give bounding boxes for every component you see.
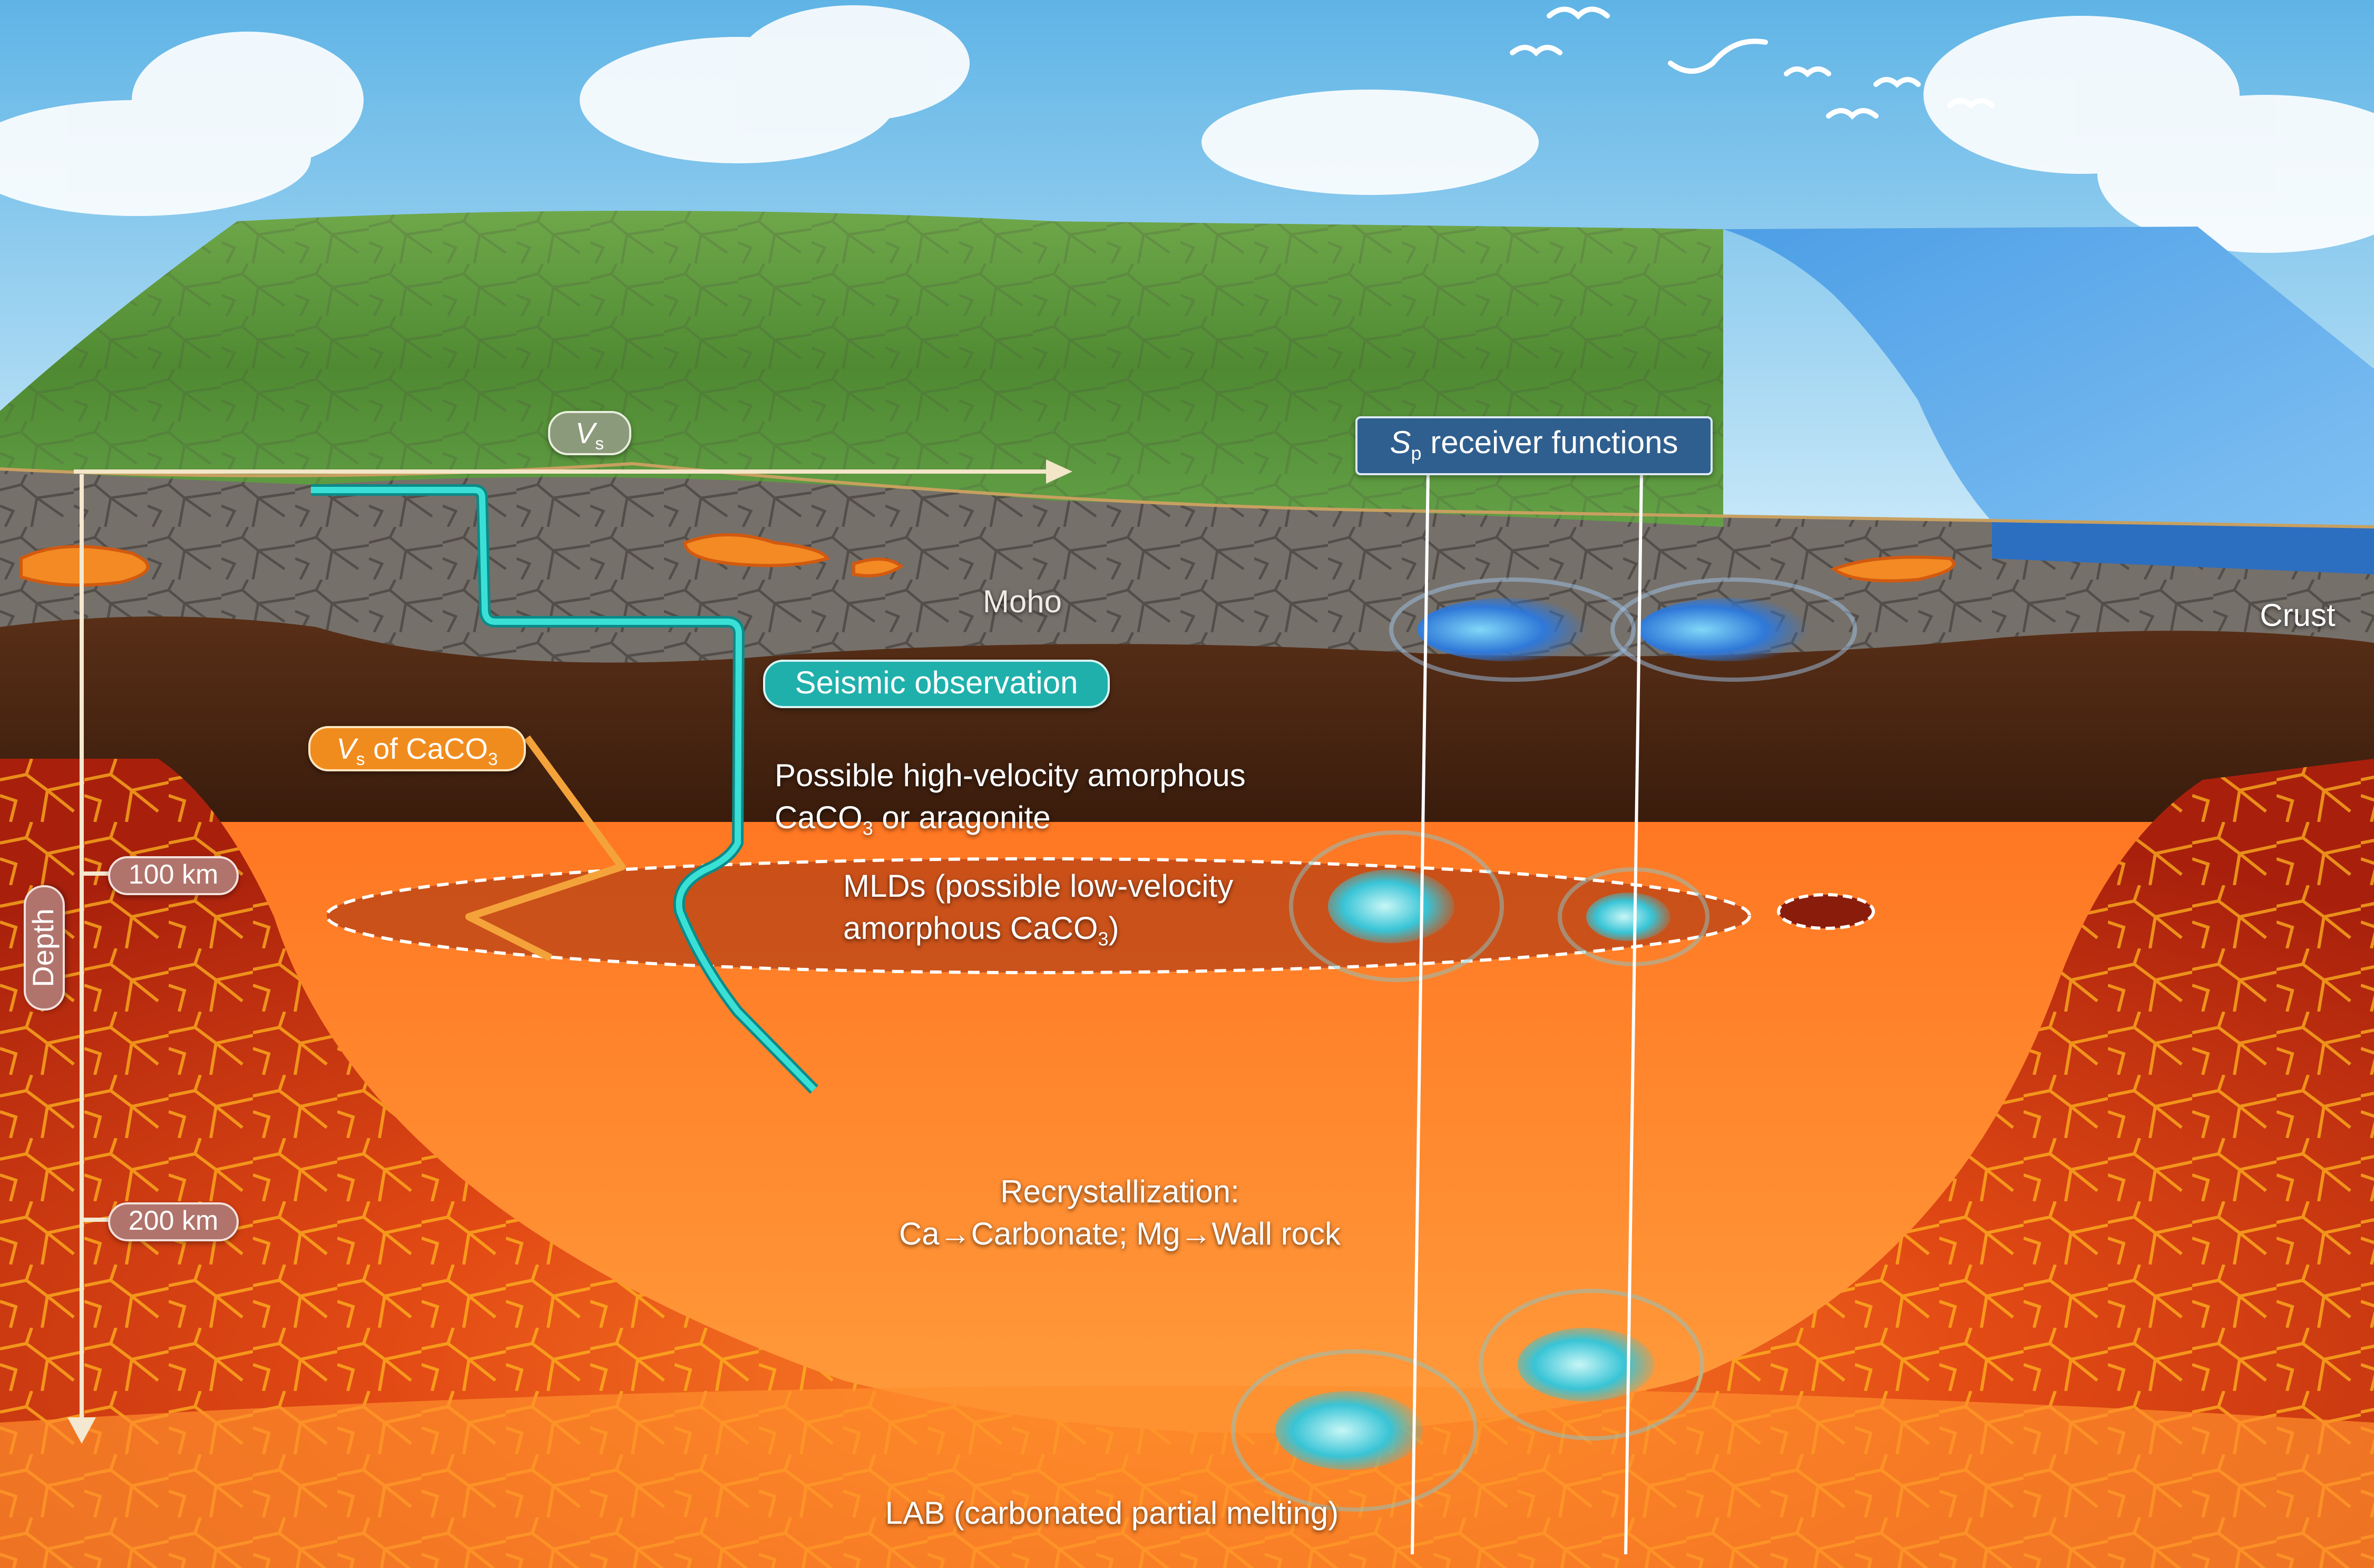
recrystallization-line-2: Ca→Carbonate; Mg→Wall rock bbox=[898, 1216, 1341, 1251]
lab-label: LAB (carbonated partial melting) bbox=[885, 1495, 1339, 1531]
vs-caco3-symbol: V bbox=[336, 732, 356, 765]
high-velocity-line-2a: CaCO bbox=[775, 800, 863, 835]
depth-200km-label: 200 km bbox=[108, 1202, 239, 1241]
mlds-line-2a: amorphous CaCO bbox=[843, 910, 1098, 946]
vs-caco3-subscript: s bbox=[356, 749, 365, 769]
crust-label: Crust bbox=[2260, 597, 2336, 633]
sp-receiver-functions-label: Sp receiver functions bbox=[1355, 416, 1713, 475]
depth-axis-label: Depth bbox=[24, 885, 65, 1011]
mlds-line-1: MLDs (possible low-velocity bbox=[843, 868, 1234, 904]
mlds-line-2: amorphous CaCO3) bbox=[843, 907, 1317, 961]
receiver-function-rays bbox=[1411, 471, 1643, 1555]
high-velocity-subscript: 3 bbox=[862, 817, 873, 839]
recrystallization-line-1: Recrystallization: bbox=[1000, 1174, 1239, 1209]
mlds-line-2b: ) bbox=[1108, 910, 1119, 946]
mlds-subscript: 3 bbox=[1098, 928, 1109, 950]
birds bbox=[1510, 6, 1995, 120]
vs-caco3-text: of CaCO bbox=[365, 732, 488, 765]
seismic-observation-label: Seismic observation bbox=[763, 660, 1110, 708]
vs-caco3-label: Vs of CaCO3 bbox=[308, 726, 526, 771]
sp-symbol: S bbox=[1390, 425, 1411, 460]
sp-subscript: p bbox=[1411, 442, 1422, 464]
vs-subscript: s bbox=[595, 434, 604, 454]
clouds bbox=[0, 5, 2374, 253]
high-velocity-caco3-label: Possible high-velocity amorphous CaCO3 o… bbox=[775, 754, 1328, 850]
recrystallization-label: Recrystallization: Ca→Carbonate; Mg→Wall… bbox=[843, 1171, 1396, 1255]
moho-velocity-anomalies bbox=[1389, 577, 1857, 682]
vs-label: Vs bbox=[548, 411, 631, 455]
sp-rest: receiver functions bbox=[1421, 425, 1678, 460]
high-velocity-line-2: CaCO3 or aragonite bbox=[775, 797, 1328, 850]
vs-symbol: V bbox=[575, 416, 595, 449]
vs-caco3-curve bbox=[465, 735, 626, 962]
crust-magma-pockets bbox=[19, 533, 1956, 587]
high-velocity-line-1: Possible high-velocity amorphous bbox=[775, 758, 1246, 793]
mlds-label: MLDs (possible low-velocity amorphous Ca… bbox=[843, 865, 1317, 961]
depth-100km-label: 100 km bbox=[108, 856, 239, 895]
high-velocity-line-2b: or aragonite bbox=[873, 800, 1051, 835]
vs-arrow bbox=[74, 459, 1072, 484]
moho-label: Moho bbox=[982, 584, 1062, 619]
vs-caco3-subscript-3: 3 bbox=[487, 749, 498, 769]
